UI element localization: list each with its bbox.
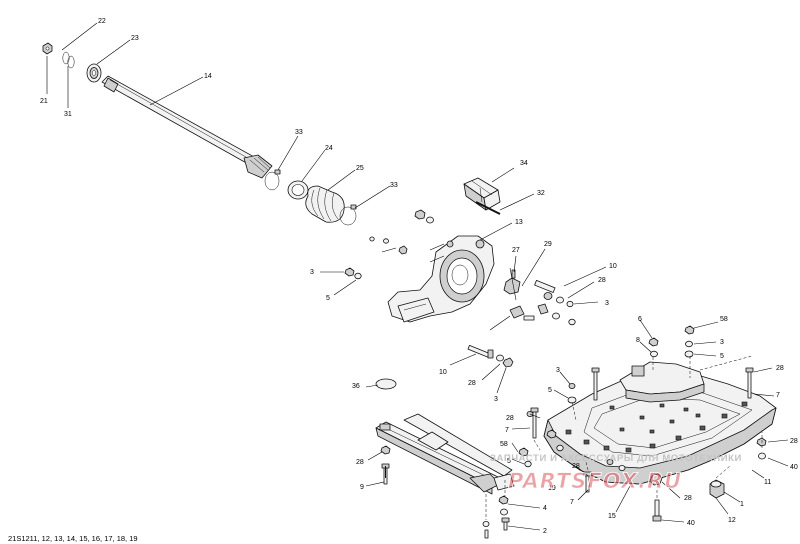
callout: 10	[609, 263, 617, 270]
callout: 3	[494, 396, 498, 403]
callout: 31	[64, 111, 72, 118]
callout: 28	[598, 277, 606, 284]
callout: 15	[608, 513, 616, 520]
callout: 9	[360, 484, 364, 491]
callout: 28	[572, 463, 580, 470]
callout: 3	[310, 269, 314, 276]
watermark-text: ЗАПЧАСТИ И АКСЕССУАРЫ ДЛЯ МОТОТЕХНИКИ	[490, 453, 742, 464]
callout: 8	[636, 337, 640, 344]
boot-25	[305, 185, 345, 223]
callout: 14	[204, 73, 212, 80]
drive-shaft-14	[101, 75, 273, 179]
callout: 58	[720, 316, 728, 323]
bolt-10-lower	[467, 344, 514, 368]
callout: 10	[439, 369, 447, 376]
callout: 40	[687, 520, 695, 527]
callout: 58	[500, 441, 508, 448]
callout: 5	[548, 387, 552, 394]
callout: 1	[740, 501, 744, 508]
callout: 28	[684, 495, 692, 502]
callout-labels: 22 23 21 31 14 33 24 25 33 34 32 13 27 2…	[40, 18, 798, 535]
callout: 36	[352, 383, 360, 390]
callout: 33	[295, 129, 303, 136]
reference-code: 21S1211, 12, 13, 14, 15, 16, 17, 18, 19	[8, 534, 138, 543]
ring-24	[287, 180, 309, 200]
callout: 28	[356, 459, 364, 466]
callout: 12	[728, 517, 736, 524]
frame-fasteners	[518, 325, 767, 522]
nut-21	[42, 42, 53, 55]
rail-19	[375, 413, 515, 495]
callout: 28	[506, 415, 514, 422]
pin-32	[475, 201, 501, 215]
rail-fasteners	[380, 445, 510, 539]
callout: 3	[720, 339, 724, 346]
callout: 6	[638, 316, 642, 323]
callout: 22	[98, 18, 106, 25]
callout: 25	[356, 165, 364, 172]
callout: 5	[720, 353, 724, 360]
callout: 3	[605, 300, 609, 307]
callout: 29	[544, 241, 552, 248]
watermark: ЗАПЧАСТИ И АКСЕССУАРЫ ДЛЯ МОТОТЕХНИКИ PA…	[490, 453, 742, 493]
callout: 40	[790, 464, 798, 471]
callout: 28	[776, 365, 784, 372]
watermark-brand: PARTSFOX.RU	[508, 469, 682, 493]
callout: 11	[764, 479, 771, 486]
housing-fasteners	[344, 209, 521, 301]
callout: 4	[543, 505, 547, 512]
callout: 28	[468, 380, 476, 387]
callout: 7	[505, 427, 509, 434]
clamp-33-upper	[264, 169, 281, 191]
callout: 19	[548, 485, 556, 492]
callout: 33	[390, 182, 398, 189]
drive-shaft-assembly	[42, 22, 391, 226]
plug-36	[375, 378, 397, 390]
frame-15	[543, 361, 777, 485]
bolt-10-upper	[509, 279, 576, 326]
callout: 5	[326, 295, 330, 302]
callout: 28	[790, 438, 798, 445]
circlip-31	[62, 51, 75, 69]
callout: 7	[570, 499, 574, 506]
callout: 23	[131, 35, 139, 42]
callout: 3	[556, 367, 560, 374]
callout: 5	[507, 458, 511, 465]
callout: 24	[325, 145, 333, 152]
frame-holes	[565, 401, 748, 453]
drive-housing-13	[387, 235, 495, 323]
callout: 21	[40, 98, 48, 105]
bearing-23	[86, 63, 102, 83]
callout: 7	[776, 392, 780, 399]
callout: 13	[515, 219, 523, 226]
callout: 2	[543, 528, 547, 535]
callout: 27	[512, 247, 520, 254]
callout: 34	[520, 160, 528, 167]
callout: 32	[537, 190, 545, 197]
clamp-33-lower	[339, 204, 357, 226]
